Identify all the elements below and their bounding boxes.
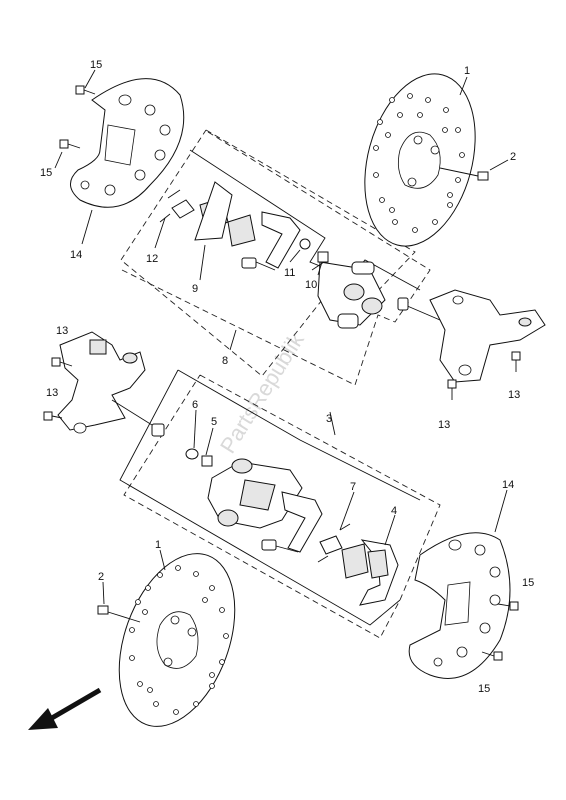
bolt-knuckle-left-a <box>51 357 73 367</box>
bolt-bottom-left <box>97 605 141 623</box>
callout-13-a: 13 <box>56 325 68 337</box>
callout-14-bottom: 14 <box>502 479 514 491</box>
lower-pad-a <box>341 543 369 579</box>
brake-disc-top-right <box>364 73 476 247</box>
callout-12: 12 <box>146 253 158 265</box>
bolt-top-left-a <box>75 85 96 95</box>
knuckle-top-right <box>397 289 546 383</box>
callout-15-a: 15 <box>90 59 102 71</box>
callout-14-top: 14 <box>70 249 82 261</box>
bolt-top-right <box>439 167 489 181</box>
callout-4: 4 <box>391 505 397 517</box>
upper-pad-a <box>194 181 233 241</box>
callout-13-d: 13 <box>438 419 450 431</box>
callout-11: 11 <box>284 267 295 279</box>
callout-5: 5 <box>211 416 217 428</box>
bolt-bottom-right-b <box>481 651 503 661</box>
callout-15-c: 15 <box>522 577 534 589</box>
upper-bleeder-cap <box>299 238 311 250</box>
lower-bleeder-screw <box>201 455 213 467</box>
upper-caliper-bracket <box>241 211 301 271</box>
watermark: PartsRepublik <box>215 327 309 457</box>
upper-pad-b <box>227 214 256 247</box>
callout-1-bottom: 1 <box>155 539 161 551</box>
lower-caliper-outline <box>119 369 441 639</box>
disc-guard-top-left <box>70 78 185 208</box>
callout-2-bottom: 2 <box>98 571 104 583</box>
lower-pad-b <box>359 539 399 606</box>
bolt-top-left-b <box>59 139 81 149</box>
lower-pad-spring <box>317 523 351 563</box>
callout-15-d: 15 <box>478 683 490 695</box>
callout-13-b: 13 <box>46 387 58 399</box>
leader-lines <box>54 69 509 605</box>
brake-disc-bottom-left <box>118 553 236 727</box>
upper-caliper-body <box>317 261 386 329</box>
callout-labels: 1 2 15 15 14 12 9 11 10 8 13 13 13 13 3 … <box>40 59 534 695</box>
callout-7: 7 <box>350 481 356 493</box>
callout-1-top: 1 <box>464 65 470 77</box>
disc-guard-bottom-right <box>408 532 511 679</box>
bolt-knuckle-right-b <box>447 379 457 400</box>
knuckle-left <box>57 331 165 437</box>
lower-caliper-body <box>207 458 303 529</box>
bolt-knuckle-right-a <box>511 351 521 372</box>
callout-10: 10 <box>305 279 317 291</box>
bolt-knuckle-left-b <box>43 411 63 421</box>
callout-3: 3 <box>326 413 332 425</box>
bolt-bottom-right-a <box>497 601 519 611</box>
callout-15-b: 15 <box>40 167 52 179</box>
front-direction-arrow-icon <box>28 687 102 730</box>
callout-2-top: 2 <box>510 151 516 163</box>
callout-8: 8 <box>222 355 228 367</box>
upper-pad-spring <box>159 189 195 223</box>
lower-caliper-bracket <box>261 491 323 553</box>
callout-6: 6 <box>192 399 198 411</box>
lower-bleeder-cap <box>185 448 199 460</box>
callout-9: 9 <box>192 283 198 295</box>
callout-13-c: 13 <box>508 389 520 401</box>
